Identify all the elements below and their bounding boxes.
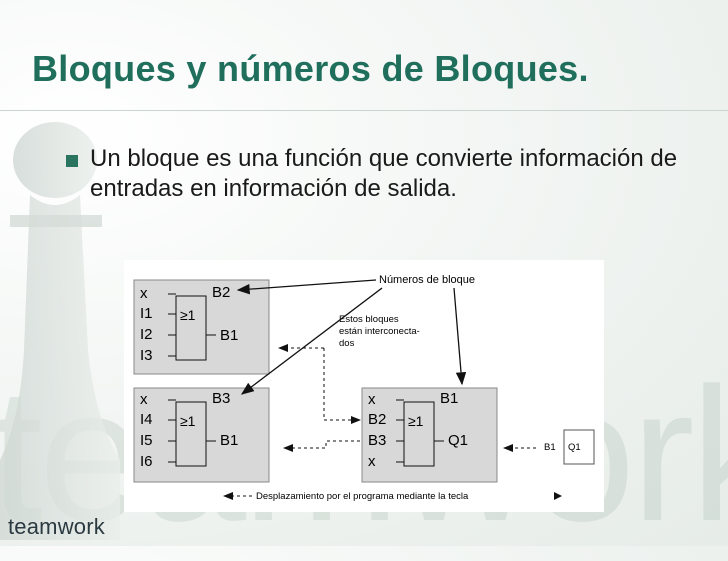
block-3-input-2: B3 (368, 432, 386, 449)
dotted-arrow-to-block-2 (283, 440, 360, 452)
arrow-to-block-3-number (453, 287, 467, 386)
block-1-number: B2 (212, 284, 230, 301)
block-2-symbol: ≥1 (180, 413, 196, 429)
brand-logo-text: teamwork (8, 514, 105, 539)
arrow-to-block-2-number (240, 287, 383, 395)
block-1-input-1: I1 (140, 305, 153, 322)
arrow-to-block-1-number (236, 279, 377, 295)
callout-numeros-de-bloque: Números de bloque (379, 274, 475, 286)
callout-interconectados-line-1: Estos bloques (339, 314, 399, 325)
block-1-input-3: I3 (140, 347, 153, 364)
block-1: x I1 I2 I3 ≥1 B2 B1 (133, 279, 270, 375)
block-1-input-0: x (140, 285, 148, 302)
block-3-output: Q1 (448, 432, 468, 449)
block-1-function-box (175, 295, 207, 361)
bullet-square-icon (66, 155, 78, 167)
block-diagram: x I1 I2 I3 ≥1 B2 B1 x I4 I5 I6 ≥1 B3 B1 … (124, 260, 604, 512)
block-1-output: B1 (220, 327, 238, 344)
block-1-input-2: I2 (140, 326, 153, 343)
callout-interconectados-line-2: están interconecta- (339, 326, 420, 337)
block-3-input-3: x (368, 453, 376, 470)
block-2-input-0: x (140, 391, 148, 408)
side-box (563, 429, 595, 465)
block-2-input-1: I4 (140, 411, 153, 428)
side-label-b1: B1 (544, 442, 556, 453)
chess-pawn-image (0, 122, 120, 540)
block-2: x I4 I5 I6 ≥1 B3 B1 (133, 387, 270, 483)
block-2-output: B1 (220, 432, 238, 449)
block-2-input-3: I6 (140, 453, 153, 470)
block-3-function-box (403, 401, 435, 467)
callout-interconectados-line-3: dos (339, 338, 355, 349)
bottom-note: Desplazamiento por el programa mediante … (256, 491, 469, 502)
bullet-text: Un bloque es una función que convierte i… (90, 145, 678, 202)
block-3-symbol: ≥1 (408, 413, 424, 429)
block-2-number: B3 (212, 390, 230, 407)
block-2-input-2: I5 (140, 432, 153, 449)
block-1-symbol: ≥1 (180, 307, 196, 323)
block-3-number: B1 (440, 390, 458, 407)
dotted-arrow-to-B2 (323, 348, 361, 424)
slide-title: Bloques y números de Bloques. (32, 48, 589, 89)
arrow-key-icon (554, 492, 562, 500)
block-3: x B2 B3 x ≥1 B1 Q1 (361, 387, 498, 483)
block-2-function-box (175, 401, 207, 467)
title-divider (0, 110, 728, 111)
block-3-input-1: B2 (368, 411, 386, 428)
side-box-label: Q1 (568, 442, 581, 453)
block-3-input-0: x (368, 391, 376, 408)
